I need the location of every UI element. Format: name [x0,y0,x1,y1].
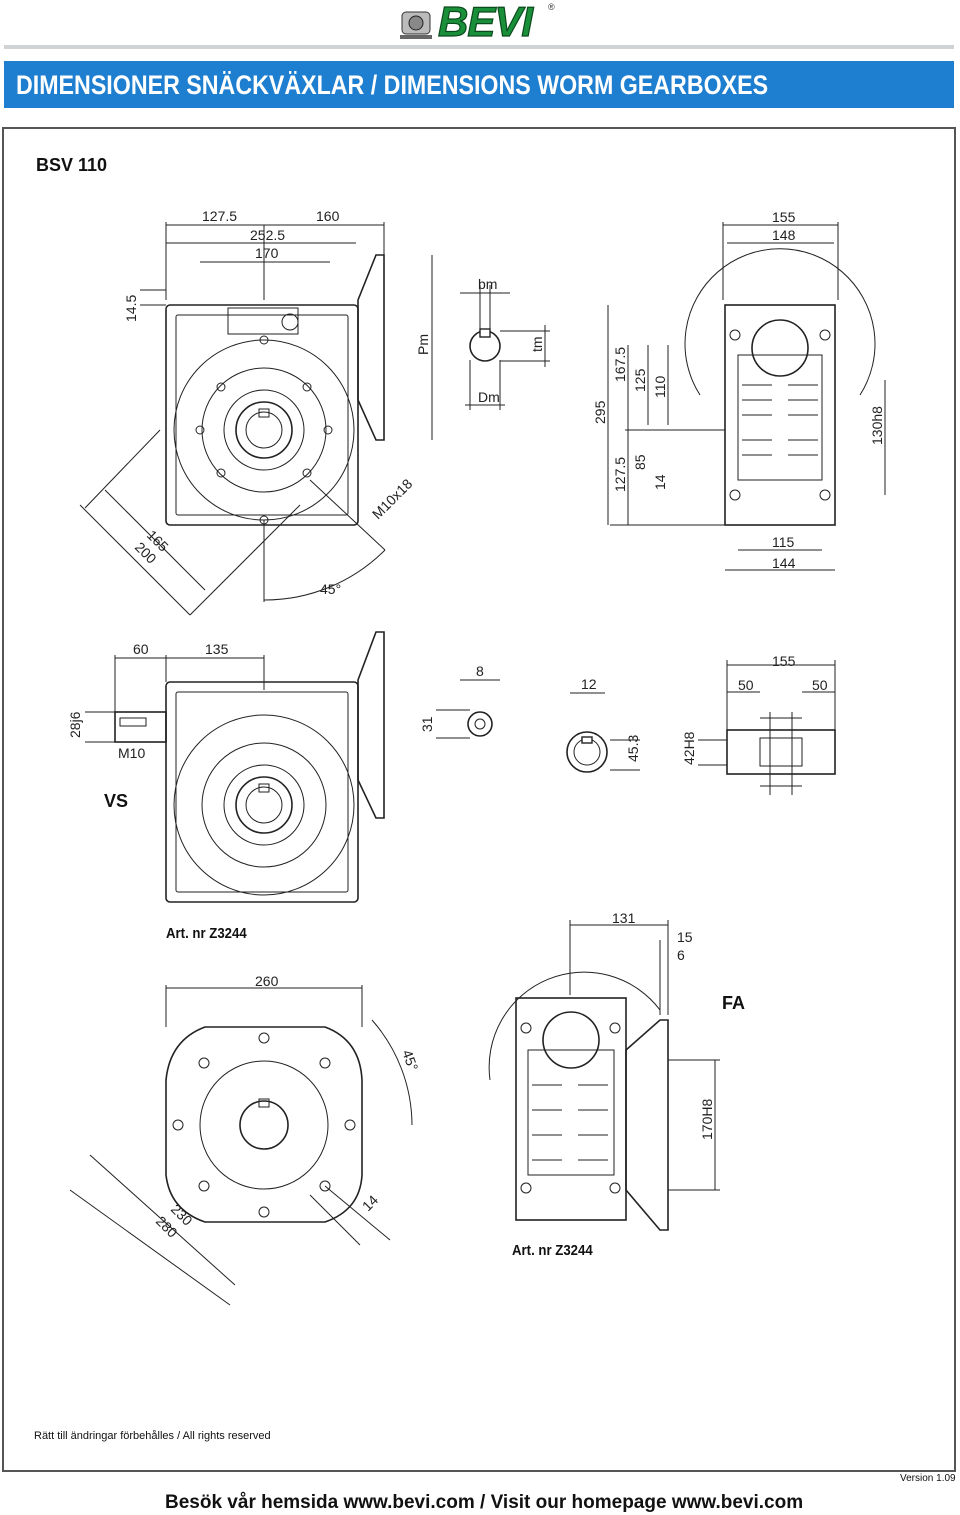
top-right-dimensions: 155 148 295 167.5 125 110 127.5 85 14 13… [592,209,885,571]
mid-left-dimensions: 60 135 28j6 M10 [67,641,229,761]
bottom-right-dimensions: 131 15 6 170H8 [612,910,715,1140]
dim-text: bm [478,276,497,292]
dim-text: 50 [812,677,828,693]
dim-text: 160 [316,208,340,224]
dim-text: 14 [359,1192,381,1214]
dim-text: 125 [632,368,648,392]
dim-text: 167.5 [612,347,628,382]
dim-text: 31 [419,716,435,732]
dim-text: 115 [772,534,795,550]
flange-front-view [69,985,413,1306]
dim-text: 170 [255,245,279,261]
dim-text: 60 [133,641,149,657]
shaft-key-detail: bm tm Dm [460,276,550,410]
dim-text: 50 [738,677,754,693]
gearbox-fa-side-view [488,920,720,1231]
drawing-frame [2,127,956,1472]
dim-text: 155 [772,209,796,225]
dim-text: 131 [612,910,636,926]
version-label: Version 1.09 [900,1473,956,1484]
dim-text: 295 [592,400,608,424]
mid-key-details: 8 31 12 45.3 42H8 [419,663,697,773]
dim-text: 6 [677,947,685,963]
dim-text: 28j6 [67,711,83,738]
dim-text: Pm [415,334,431,355]
gearbox-front-view-top [79,222,433,616]
fa-label: FA [722,993,746,1013]
dim-text: 127.5 [202,208,237,224]
footer-website: Besök vår hemsida www.bevi.com / Visit o… [165,1492,804,1513]
dim-text: 85 [632,454,648,470]
dim-text: M10 [118,745,145,761]
registered-mark: ® [548,2,555,12]
dim-text: 45° [399,1048,421,1073]
article-number-1: Art. nr Z3244 [166,925,247,942]
dim-text: M10x18 [369,475,416,522]
dim-text: 42H8 [681,731,697,765]
page-title: DIMENSIONER SNÄCKVÄXLAR / DIMENSIONS WOR… [16,70,769,100]
model-name: BSV 110 [36,155,108,175]
dim-text: 14.5 [123,295,139,322]
gearbox-side-view-top [607,222,886,571]
title-banner: DIMENSIONER SNÄCKVÄXLAR / DIMENSIONS WOR… [4,61,954,108]
hollow-shaft-view: 155 50 50 [698,653,836,795]
dim-text: 15 [677,929,693,945]
header-rule [4,45,954,49]
article-number-2: Art. nr Z3244 [512,1242,593,1259]
dim-text: 14 [652,474,668,490]
dim-text: 45.3 [625,735,641,762]
dim-text: 148 [772,227,796,243]
dim-text: 135 [205,641,229,657]
dim-text: 260 [255,973,279,989]
motor-icon [400,11,432,39]
gearbox-vs-view [85,631,385,903]
dim-text: tm [529,336,545,352]
dim-text: 155 [772,653,796,669]
logo-text: BEVI [437,0,533,46]
dim-text: Dm [478,389,500,405]
dim-text: 130h8 [869,406,885,445]
dim-text: 12 [581,676,597,692]
rights-notice: Rätt till ändringar förbehålles / All ri… [34,1430,271,1442]
dim-text: 252.5 [250,227,285,243]
dim-text: 110 [652,375,668,398]
dim-text: 170H8 [699,1099,715,1140]
dim-text: 45° [320,581,341,597]
bevi-logo: BEVI ® [398,0,558,46]
dim-text: 127.5 [612,457,628,492]
vs-label: VS [104,791,129,811]
dim-text: 8 [476,663,484,679]
bottom-left-dimensions: 260 45° 230 280 14 [153,973,422,1241]
dim-text: 144 [772,555,796,571]
